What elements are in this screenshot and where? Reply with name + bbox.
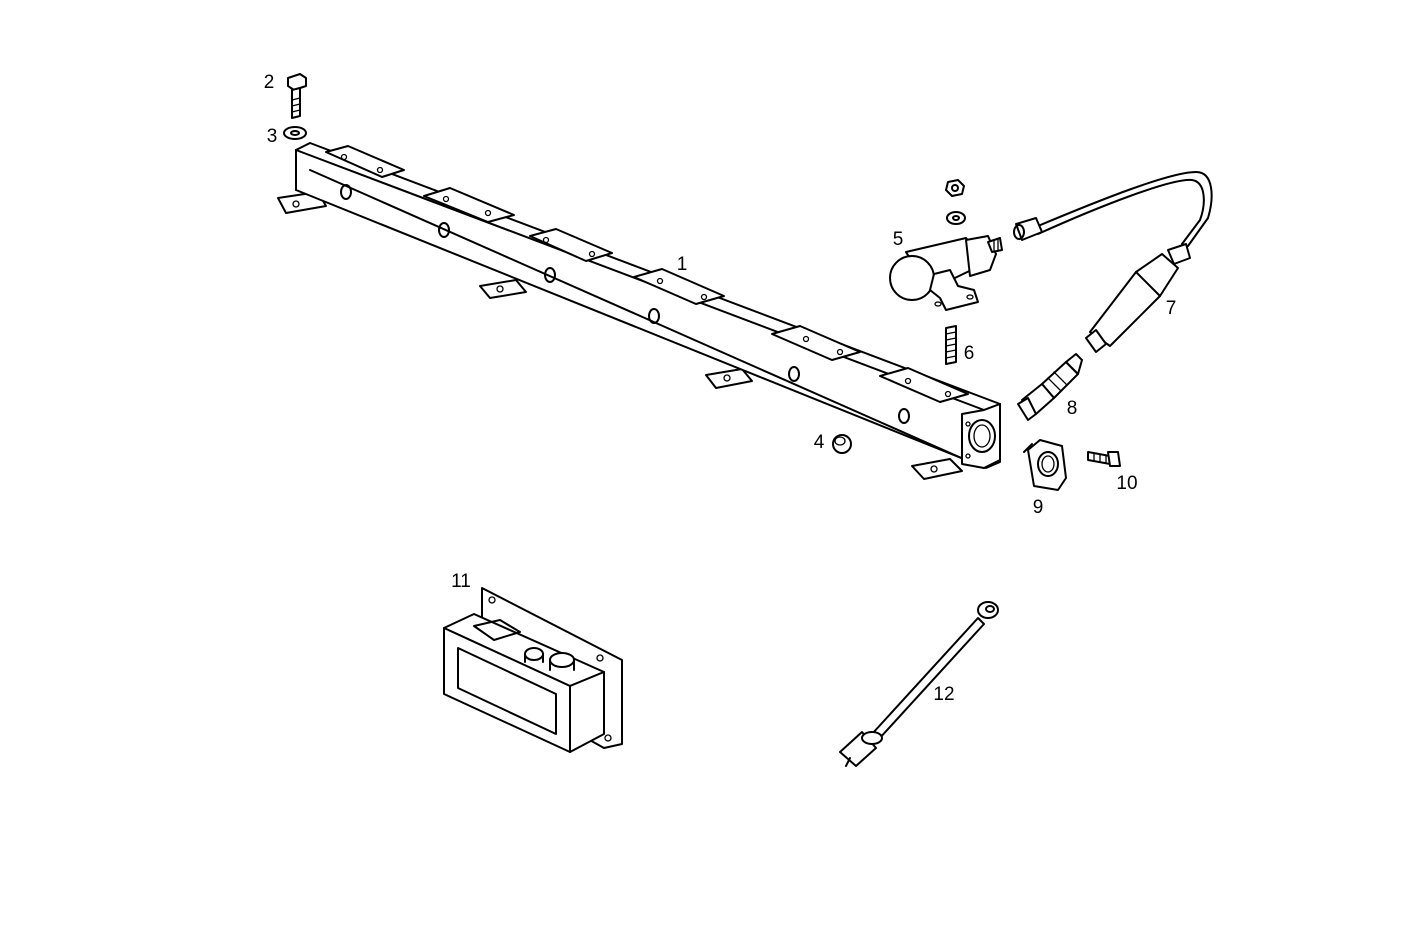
- label-part-11: 11: [451, 571, 471, 592]
- label-part-8: 8: [1067, 398, 1078, 419]
- part-12-probe-rod: [839, 601, 999, 767]
- part-6-stud: [945, 325, 957, 365]
- part-10-screw: [1087, 451, 1121, 467]
- label-part-4: 4: [814, 432, 825, 453]
- part-11-control-box: [443, 587, 623, 753]
- part-5-filter: [889, 179, 1003, 311]
- part-2-bolt: [287, 73, 307, 119]
- label-part-6: 6: [964, 343, 975, 364]
- label-part-9: 9: [1033, 497, 1044, 518]
- part-3-washer: [283, 126, 307, 140]
- part-8-spark-plug: [1017, 353, 1083, 421]
- part-1-manifold-rail: [277, 142, 1001, 480]
- label-part-1: 1: [677, 254, 688, 275]
- label-part-5: 5: [893, 229, 904, 250]
- part-7-glow-plug-lead: [1013, 171, 1213, 353]
- label-part-10: 10: [1116, 473, 1137, 494]
- label-part-7: 7: [1166, 298, 1177, 319]
- label-part-3: 3: [267, 126, 278, 147]
- label-part-12: 12: [933, 684, 954, 705]
- part-4-plug: [832, 434, 852, 454]
- label-part-2: 2: [264, 72, 275, 93]
- part-9-flange-plate: [1023, 439, 1067, 491]
